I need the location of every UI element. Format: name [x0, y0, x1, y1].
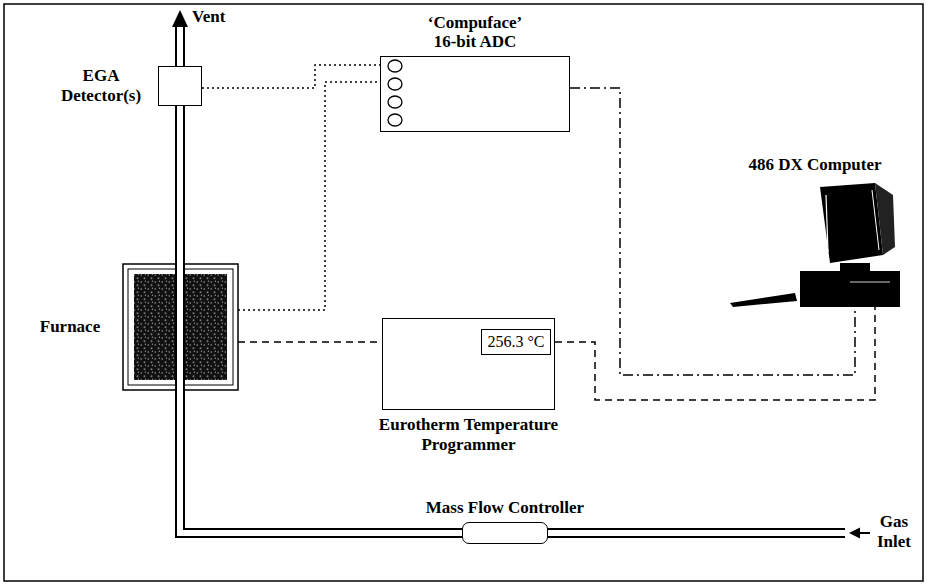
computer-illustration — [730, 183, 900, 307]
gas-inlet-label: Gas Inlet — [872, 512, 916, 551]
flow-controller: Mass Flow Controller — [462, 522, 548, 544]
gas-pipe — [180, 106, 181, 264]
furnace: Furnace — [123, 264, 238, 390]
programmer-box: Eurotherm Temperature Programmer256.3 °C — [382, 318, 555, 410]
node-label: ‘Compuface’ 16-bit ADC — [415, 13, 535, 52]
temperature-display: 256.3 °C — [481, 329, 551, 355]
frame — [4, 4, 923, 581]
adc-box: ‘Compuface’ 16-bit ADC — [380, 56, 570, 132]
inlet-pipe — [548, 528, 870, 539]
signal-wire — [202, 65, 380, 88]
control-wire — [238, 342, 382, 343]
vent-label: Vent — [192, 7, 225, 27]
data-cable — [570, 88, 855, 375]
data-cable — [555, 307, 875, 400]
node-label: Eurotherm Temperature Programmer — [354, 415, 584, 454]
node-label: 486 DX Computer — [725, 155, 905, 175]
detector-box: EGA Detector(s) — [158, 66, 202, 106]
signal-wire — [238, 82, 380, 310]
gas-pipe — [180, 390, 462, 533]
node-label: Furnace — [25, 317, 115, 337]
node-label: 256.3 °C — [482, 330, 550, 353]
node-label: EGA Detector(s) — [51, 66, 151, 105]
node-label: Mass Flow Controller — [426, 498, 584, 518]
adc-inputs — [388, 60, 402, 126]
furnace-body — [123, 264, 238, 390]
vent-pipe — [172, 10, 188, 66]
computer: 486 DX Computer — [725, 155, 905, 307]
